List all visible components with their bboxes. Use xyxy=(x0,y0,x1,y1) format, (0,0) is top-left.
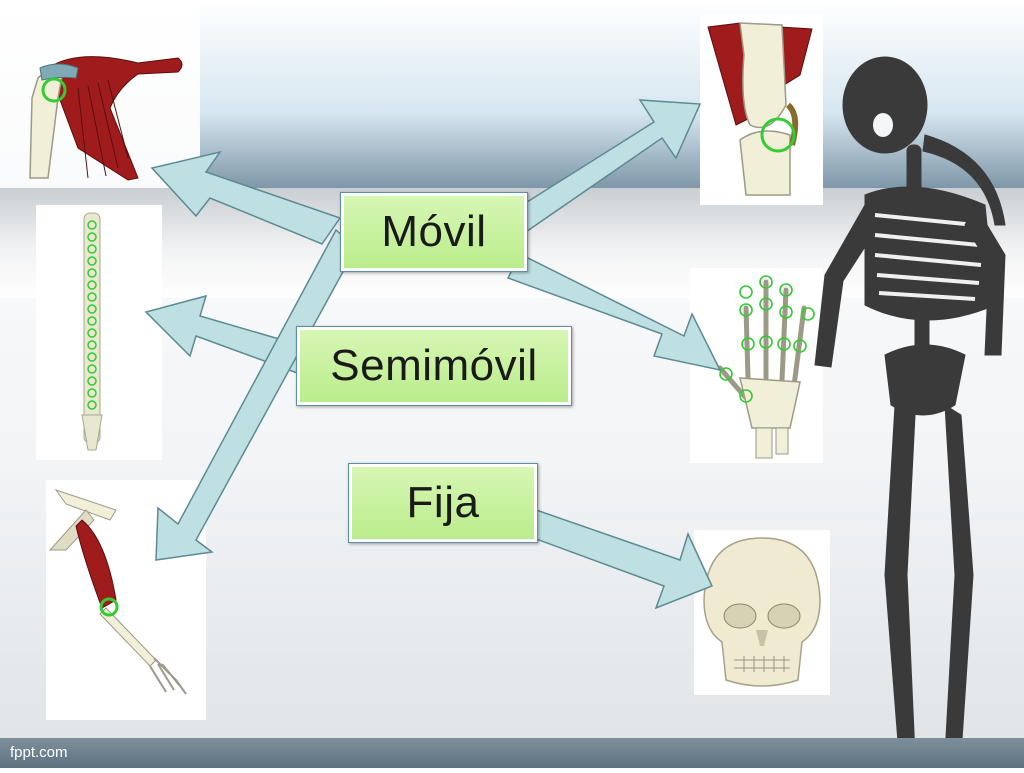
shoulder-joint-icon xyxy=(29,56,183,181)
label-movil: Móvil xyxy=(340,192,528,272)
skeleton-icon xyxy=(814,56,1006,756)
label-fija: Fija xyxy=(348,463,538,543)
footer-bar: fppt.com xyxy=(0,738,1024,768)
skull-panel xyxy=(694,530,830,695)
arrow-movil-to-hand xyxy=(506,252,722,372)
skeleton-figure xyxy=(795,55,1024,773)
arrow-movil-to-knee xyxy=(507,99,702,238)
joint-marker xyxy=(99,597,119,617)
knee-joint-icon xyxy=(707,22,813,196)
shoulder-panel xyxy=(18,28,190,188)
joint-marker xyxy=(41,77,67,103)
hand-joints-icon xyxy=(717,275,815,459)
footer-brand: fppt.com xyxy=(10,744,68,761)
joint-marker xyxy=(760,117,796,153)
arrow-movil-to-arm xyxy=(155,228,357,561)
spine-panel xyxy=(36,205,162,460)
knee-panel xyxy=(700,15,823,205)
arm-elbow-icon xyxy=(48,489,187,695)
arrow-movil-to-shoulder xyxy=(150,150,342,245)
spine-icon xyxy=(81,212,103,451)
label-semimovil: Semimóvil xyxy=(296,326,572,406)
skull-icon xyxy=(703,537,821,687)
